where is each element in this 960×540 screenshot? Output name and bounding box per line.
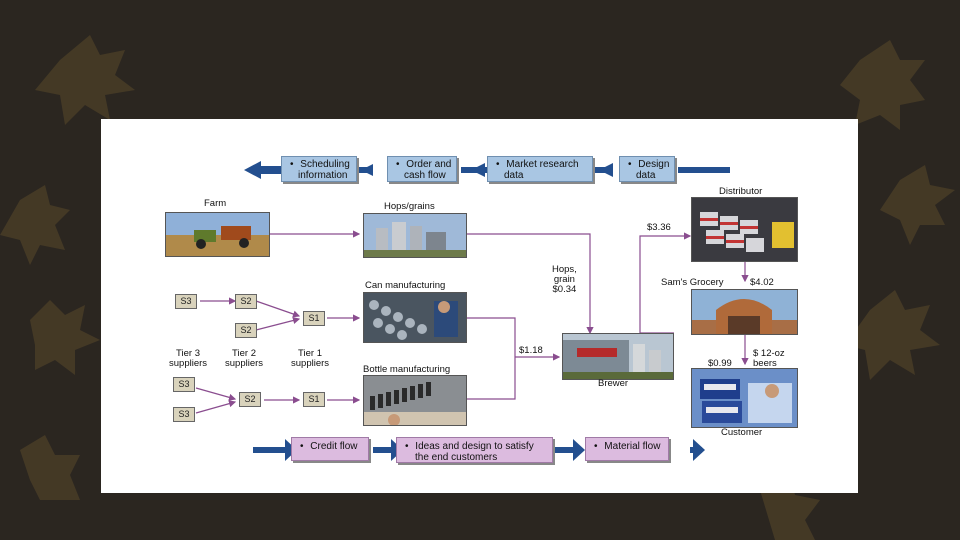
tier2-label: Tier 2 suppliers (225, 349, 263, 369)
tier-line: Tier 2 (232, 348, 256, 359)
hops-line: grain (553, 274, 575, 285)
ideas-design-box: Ideas and design to satisfy the end cust… (396, 437, 553, 463)
supply-chain-slide: Scheduling information Order and cash fl… (101, 119, 858, 493)
market-research-box: Market research data (487, 156, 593, 182)
box-line: Design (638, 159, 670, 170)
tier-line: suppliers (169, 358, 208, 369)
brewer-label: Brewer (598, 378, 629, 389)
box-line: Scheduling (300, 159, 350, 170)
order-cash-flow-box: Order and cash flow (387, 156, 457, 182)
supplier-s3-lower: S3 (173, 377, 195, 392)
material-flow-box: Material flow (585, 437, 669, 461)
grocery-label: Sam's Grocery (661, 277, 724, 288)
farm-photo (165, 212, 270, 257)
can-manufacturing-label: Can manufacturing (365, 280, 446, 291)
flow-lines (195, 161, 749, 461)
customer-photo (691, 368, 798, 428)
grocery-photo (691, 289, 798, 335)
tier-line: Tier 1 (298, 348, 322, 359)
brewer-price: $1.18 (519, 345, 543, 356)
tier-line: suppliers (225, 358, 264, 369)
bottle-manufacturing-photo (363, 375, 467, 426)
supplier-s2-lower: S2 (239, 392, 261, 407)
credit-flow-box: Credit flow (291, 437, 369, 461)
supplier-s1-lower: S1 (303, 392, 325, 407)
box-line: Market research (506, 159, 579, 170)
box-line: information (298, 170, 348, 181)
box-line: Credit flow (310, 441, 358, 452)
tier3-label: Tier 3 suppliers (169, 349, 207, 369)
hops-grain-price: Hops, grain $0.34 (552, 265, 577, 295)
box-line: cash flow (404, 170, 446, 181)
farm-label: Farm (204, 198, 227, 209)
grocery-price: $4.02 (750, 277, 774, 288)
supplier-s2-upper: S2 (235, 294, 257, 309)
brewer-photo (562, 333, 674, 380)
can-manufacturing-photo (363, 292, 467, 343)
hops-line: Hops, (552, 264, 577, 275)
bottle-manufacturing-label: Bottle manufacturing (363, 364, 451, 375)
hops-line: $0.34 (552, 284, 577, 295)
box-line: Order and (406, 159, 452, 170)
supplier-s3-upper: S3 (175, 294, 197, 309)
beers-line: $ 12-oz (753, 348, 785, 359)
box-line: Material flow (604, 441, 661, 452)
box-line: the end customers (415, 452, 498, 463)
scheduling-information-box: Scheduling information (281, 156, 357, 182)
tier1-label: Tier 1 suppliers (291, 349, 329, 369)
hops-grains-photo (363, 213, 467, 258)
distributor-photo (691, 197, 798, 262)
beers-line: beers (753, 358, 777, 369)
beers-label: $ 12-oz beers (753, 349, 785, 369)
distributor-label: Distributor (719, 186, 763, 197)
supplier-s3-bottom: S3 (173, 407, 195, 422)
tier-line: Tier 3 (176, 348, 200, 359)
design-data-box: Design data (619, 156, 675, 182)
supplier-s1-upper: S1 (303, 311, 325, 326)
box-line: data (636, 170, 656, 181)
customer-price: $0.99 (708, 358, 732, 369)
tier-line: suppliers (291, 358, 330, 369)
box-line: data (504, 170, 524, 181)
hops-grains-label: Hops/grains (384, 201, 435, 212)
distributor-price: $3.36 (647, 222, 671, 233)
supplier-s2-mid: S2 (235, 323, 257, 338)
box-line: Ideas and design to satisfy (415, 441, 534, 452)
customer-label: Customer (721, 427, 763, 438)
